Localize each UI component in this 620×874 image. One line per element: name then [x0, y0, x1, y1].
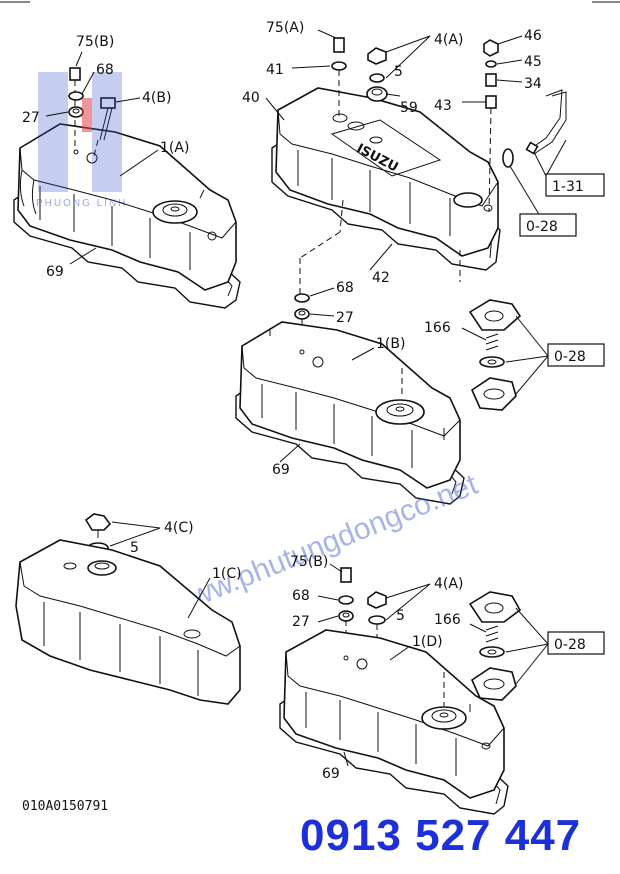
label-27: 27 [22, 110, 40, 126]
ref-box-0-28-mid [547, 343, 605, 367]
ref-box-1-31 [545, 173, 605, 197]
label-59: 59 [400, 100, 418, 116]
label-75b-br: 75(B) [290, 554, 328, 570]
parts-top-right [299, 37, 567, 296]
label-1a: 1(A) [160, 140, 189, 156]
watermark-logo: PHUONG LINH [36, 72, 127, 209]
label-4a: 4(A) [434, 32, 463, 48]
ref-box-0-28-bottom [547, 631, 605, 655]
label-1c: 1(C) [212, 566, 242, 582]
label-69: 69 [46, 264, 64, 280]
label-166-br: 166 [434, 612, 461, 628]
label-5-bl: 5 [130, 540, 139, 556]
label-4a-br: 4(A) [434, 576, 463, 592]
label-1-31: 1-31 [552, 179, 584, 195]
label-69-br: 69 [322, 766, 340, 782]
label-46: 46 [524, 28, 542, 44]
contact-phone-number: 0913 527 447 [300, 811, 582, 860]
label-0-28-mid: 0-28 [554, 349, 586, 365]
watermark-url: www.phutungdongco.net [164, 468, 483, 622]
cover-assembly-1c [15, 513, 241, 705]
cover-assembly-isuzu: ISUZU [271, 87, 501, 271]
cover-assembly-1d [279, 567, 522, 815]
label-75b: 75(B) [76, 34, 114, 50]
label-45: 45 [524, 54, 542, 70]
label-68-mid: 68 [336, 280, 354, 296]
label-4c: 4(C) [164, 520, 194, 536]
label-1b: 1(B) [376, 336, 405, 352]
label-68: 68 [96, 62, 114, 78]
label-0-28-top: 0-28 [526, 219, 558, 235]
label-5: 5 [394, 64, 403, 80]
label-27-mid: 27 [336, 310, 354, 326]
drawing-number: 010A0150791 [22, 799, 108, 814]
ref-box-0-28-top [519, 213, 577, 237]
label-69-mid: 69 [272, 462, 290, 478]
label-1d: 1(D) [412, 634, 443, 650]
label-41: 41 [266, 62, 284, 78]
label-34: 34 [524, 76, 542, 92]
label-75a: 75(A) [266, 20, 304, 36]
label-40: 40 [242, 90, 260, 106]
label-42: 42 [372, 270, 390, 286]
label-43: 43 [434, 98, 452, 114]
label-4b: 4(B) [142, 90, 171, 106]
label-0-28-bottom: 0-28 [554, 637, 586, 653]
cover-assembly-1b [235, 293, 522, 505]
label-166-mid: 166 [424, 320, 451, 336]
cover-assembly-1a [13, 67, 241, 309]
label-68-br: 68 [292, 588, 310, 604]
watermark-logo-text: PHUONG LINH [36, 198, 127, 209]
label-27-br: 27 [292, 614, 310, 630]
label-5-br: 5 [396, 608, 405, 624]
